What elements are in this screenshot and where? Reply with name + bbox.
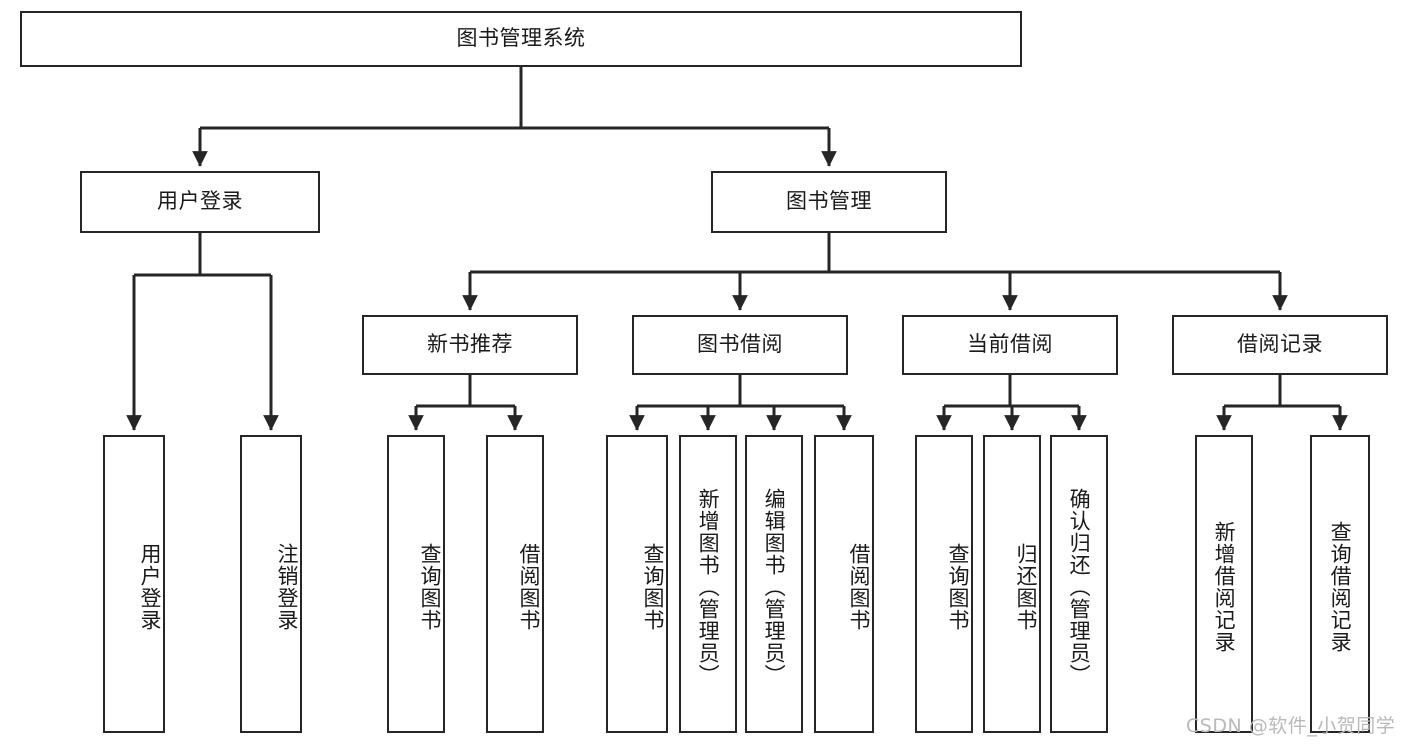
node-leaf-user-logout[interactable]: 注销登录 <box>240 435 302 733</box>
node-new-book-rec-label: 新书推荐 <box>427 332 513 357</box>
node-leaf-add-book-label: 新增图书（管理员） <box>696 488 721 686</box>
node-borrow-record-label: 借阅记录 <box>1237 332 1323 357</box>
node-leaf-query-book-borrow-label: 查询图书 <box>641 543 665 631</box>
node-new-book-rec[interactable]: 新书推荐 <box>362 315 578 375</box>
node-book-borrow-label: 图书借阅 <box>697 332 783 357</box>
node-leaf-query-record-label: 查询借阅记录 <box>1328 521 1353 653</box>
node-leaf-borrow-book-label: 借阅图书 <box>847 543 871 631</box>
node-root-label: 图书管理系统 <box>456 26 586 51</box>
csdn-watermark: CSDN @软件_小贺同学 <box>1186 715 1396 737</box>
node-leaf-user-login[interactable]: 用户登录 <box>103 435 165 733</box>
node-current-borrow[interactable]: 当前借阅 <box>902 315 1118 375</box>
node-leaf-query-book-borrow[interactable]: 查询图书 <box>606 435 668 733</box>
node-leaf-borrow-book[interactable]: 借阅图书 <box>814 435 874 733</box>
node-leaf-add-record-label: 新增借阅记录 <box>1212 521 1237 653</box>
node-leaf-query-book-rec[interactable]: 查询图书 <box>387 435 445 733</box>
node-leaf-confirm-return[interactable]: 确认归还（管理员） <box>1050 435 1108 733</box>
node-leaf-edit-book-label: 编辑图书（管理员） <box>762 488 787 686</box>
node-leaf-return-book-label: 归还图书 <box>1014 543 1038 631</box>
node-leaf-query-book-rec-label: 查询图书 <box>418 543 442 631</box>
node-current-borrow-label: 当前借阅 <box>967 332 1053 357</box>
node-leaf-return-book[interactable]: 归还图书 <box>983 435 1041 733</box>
node-book-manage-label: 图书管理 <box>786 189 872 214</box>
node-root[interactable]: 图书管理系统 <box>20 11 1022 67</box>
node-user-login[interactable]: 用户登录 <box>80 171 320 233</box>
node-leaf-user-login-label: 用户登录 <box>138 543 162 631</box>
node-leaf-add-record[interactable]: 新增借阅记录 <box>1195 435 1253 733</box>
node-leaf-add-book[interactable]: 新增图书（管理员） <box>679 435 737 733</box>
node-leaf-user-logout-label: 注销登录 <box>275 543 299 631</box>
node-book-manage[interactable]: 图书管理 <box>711 171 947 233</box>
node-user-login-label: 用户登录 <box>157 189 243 214</box>
node-borrow-record[interactable]: 借阅记录 <box>1172 315 1388 375</box>
node-leaf-query-book-current-label: 查询图书 <box>946 543 970 631</box>
node-leaf-borrow-book-rec-label: 借阅图书 <box>517 543 541 631</box>
node-leaf-query-book-current[interactable]: 查询图书 <box>915 435 973 733</box>
node-leaf-confirm-return-label: 确认归还（管理员） <box>1067 488 1092 686</box>
node-leaf-borrow-book-rec[interactable]: 借阅图书 <box>486 435 544 733</box>
node-leaf-query-record[interactable]: 查询借阅记录 <box>1310 435 1370 733</box>
node-leaf-edit-book[interactable]: 编辑图书（管理员） <box>745 435 803 733</box>
node-book-borrow[interactable]: 图书借阅 <box>632 315 848 375</box>
